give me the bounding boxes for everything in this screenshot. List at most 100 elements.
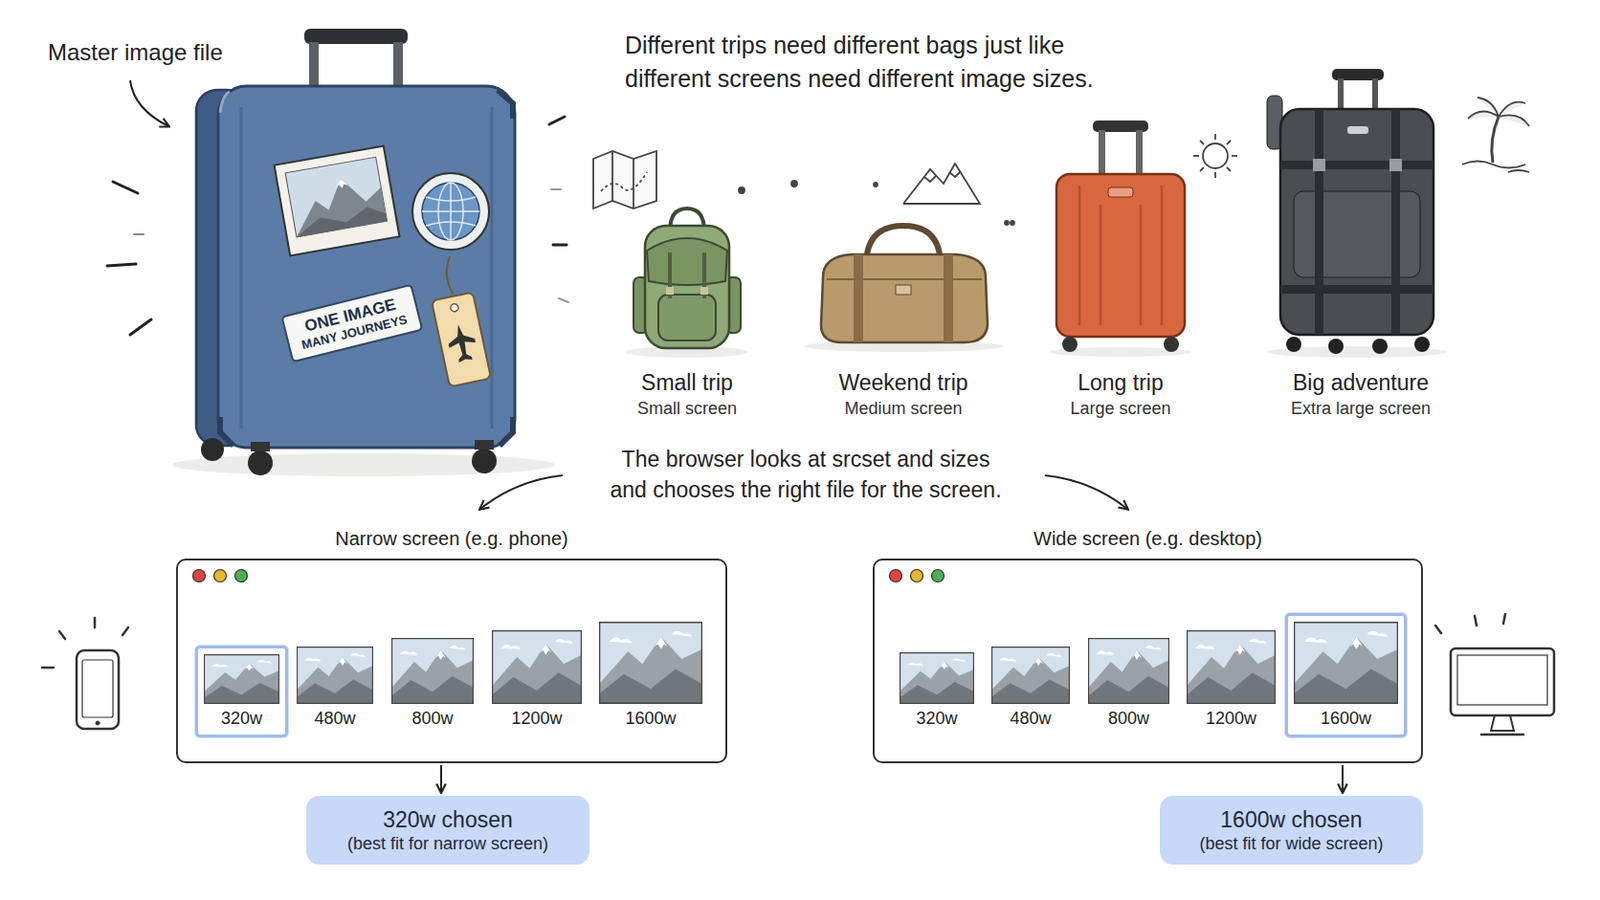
- orange-suitcase-illustration: [1163, 336, 1179, 353]
- black-luggage-illustration: [1314, 109, 1324, 335]
- mountain-picture: [991, 657, 1070, 705]
- travel-doodles: [1226, 140, 1231, 145]
- mountain-picture: [400, 645, 467, 656]
- mountain-picture: [296, 646, 374, 705]
- backpack-illustration: [644, 225, 730, 349]
- window-heading: Wide screen (e.g. desktop): [872, 526, 1423, 552]
- master-suitcase: [288, 172, 388, 238]
- black-luggage-illustration: [1328, 338, 1344, 355]
- backpack-illustration: [658, 294, 716, 341]
- flow-arrow: [440, 765, 443, 793]
- orange-suitcase-illustration: [1139, 204, 1143, 326]
- travel-doodles: [593, 151, 657, 209]
- mountain-picture: [1088, 639, 1169, 705]
- mountain-picture: [654, 637, 667, 650]
- black-luggage-illustration: [1312, 158, 1326, 172]
- master-suitcase: [240, 107, 244, 429]
- backpack-illustration: [625, 208, 749, 358]
- master-suitcase: [218, 86, 515, 448]
- travel-doodles: [1200, 167, 1204, 172]
- black-luggage-illustration: [1391, 109, 1400, 335]
- travel-doodles: [1202, 143, 1228, 169]
- orange-suitcase-illustration: [1049, 120, 1192, 357]
- pointer-arrow: [480, 475, 563, 510]
- monitor-icon: [1474, 616, 1477, 626]
- travel-doodles: [738, 187, 745, 194]
- master-suitcase: [446, 256, 454, 295]
- size-label: 800w: [411, 709, 453, 730]
- black-luggage-illustration: [1414, 336, 1430, 353]
- mountain-picture: [391, 639, 473, 705]
- phone-icon: [76, 650, 119, 730]
- mountain-picture: [296, 646, 374, 705]
- backpack-illustration: [666, 287, 674, 295]
- bag-title: Weekend trip: [798, 367, 1009, 399]
- mountain-picture: [609, 631, 692, 644]
- window-heading: Narrow screen (e.g. phone): [176, 526, 728, 552]
- master-suitcase: [551, 188, 561, 191]
- travel-doodles: [924, 176, 936, 182]
- master-suitcase: [133, 233, 144, 236]
- black-luggage-illustration: [1372, 78, 1378, 113]
- explanation-note: The browser looks at srcset and sizes an…: [576, 444, 1036, 506]
- master-suitcase: [220, 91, 230, 113]
- result-note: (best fit for narrow screen): [347, 833, 549, 856]
- mountain-picture: [203, 654, 280, 705]
- size-label: 480w: [1009, 709, 1051, 730]
- monitor-icon: [1457, 655, 1548, 706]
- monitor-icon: [1435, 614, 1555, 735]
- result-heading: 320w chosen: [382, 806, 513, 834]
- image-thumbnail: 320w: [195, 645, 289, 738]
- mountain-picture: [1096, 645, 1162, 656]
- black-luggage-illustration: [1293, 191, 1421, 278]
- image-thumbnail: 1200w: [483, 622, 591, 738]
- black-luggage-illustration: [1389, 158, 1402, 172]
- travel-doodles: [1467, 97, 1530, 127]
- master-suitcase: [490, 107, 494, 429]
- bag-title: Small trip: [581, 367, 793, 399]
- mountain-picture: [599, 622, 703, 705]
- size-label: 1600w: [624, 709, 676, 730]
- window-buttons: [911, 570, 924, 583]
- callout-label: Master image file: [47, 36, 297, 69]
- orange-suitcase-illustration: [1078, 185, 1082, 326]
- master-suitcase: [130, 319, 152, 335]
- mountain-picture: [899, 662, 975, 705]
- mountain-picture: [203, 683, 280, 705]
- mountain-picture: [203, 663, 280, 705]
- master-suitcase: [449, 303, 459, 312]
- backpack-illustration: [700, 287, 709, 295]
- mountain-picture: [1033, 657, 1044, 667]
- duffel-bag-illustration: [853, 254, 864, 343]
- mountain-picture: [1088, 676, 1170, 705]
- mountain-picture: [296, 646, 373, 704]
- travel-doodles: [600, 172, 647, 192]
- mountain-picture: [999, 653, 1063, 663]
- window-buttons: [235, 570, 248, 583]
- master-suitcase: [220, 417, 234, 446]
- master-suitcase: [412, 173, 489, 250]
- travel-doodles: [1226, 167, 1231, 172]
- mountain-picture: [203, 654, 279, 704]
- master-suitcase: [558, 298, 569, 303]
- travel-doodles: [1193, 155, 1200, 157]
- mountain-picture: [1186, 644, 1276, 705]
- master-suitcase: [293, 203, 388, 237]
- orange-suitcase-illustration: [1099, 204, 1103, 326]
- master-suitcase: [285, 156, 387, 238]
- mountain-picture: [1186, 630, 1276, 705]
- travel-doodles: [1214, 172, 1217, 178]
- phone-icon: [93, 618, 97, 628]
- mountain-picture: [599, 622, 703, 705]
- mountain-picture: [491, 644, 582, 705]
- travel-doodles: [1004, 221, 1009, 225]
- mountain-picture: [1195, 639, 1267, 650]
- mountain-picture: [304, 653, 366, 663]
- result-heading: 1600w chosen: [1220, 806, 1362, 834]
- mountain-picture: [296, 657, 374, 705]
- mountain-picture: [899, 652, 975, 705]
- mountain-picture: [1186, 630, 1276, 705]
- black-luggage-illustration: [1347, 126, 1369, 134]
- travel-doodles: [1200, 140, 1204, 145]
- travel-doodles: [611, 151, 614, 201]
